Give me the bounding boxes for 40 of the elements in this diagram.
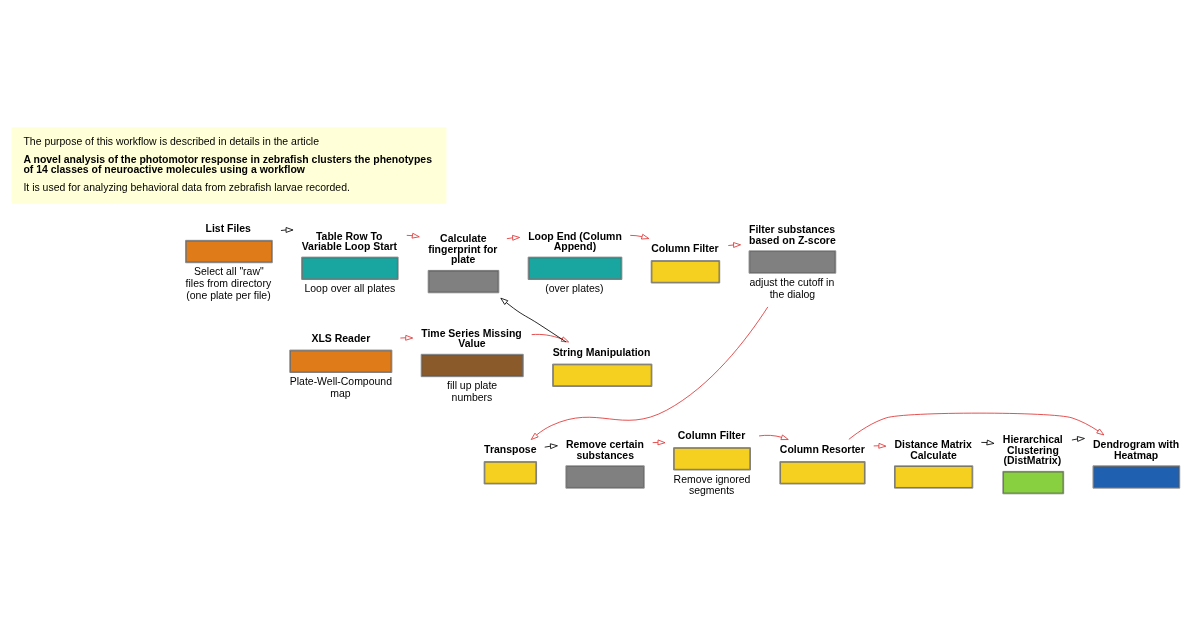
node-label: Calculate fingerprint for plate bbox=[428, 232, 498, 265]
arrow bbox=[506, 234, 521, 241]
arrow bbox=[980, 439, 995, 445]
arrow bbox=[652, 439, 666, 445]
arrow bbox=[873, 442, 887, 449]
arrow bbox=[727, 241, 741, 248]
node-label: Filter substances based on Z-score bbox=[749, 223, 836, 246]
arrow bbox=[1071, 435, 1085, 442]
node-label: Transpose bbox=[484, 443, 537, 455]
node-label: Column Filter bbox=[651, 242, 719, 254]
arrow bbox=[629, 233, 650, 239]
node-label: Plate-Well-Compound map bbox=[289, 375, 392, 399]
node-label: adjust the cutoff in the dialog bbox=[749, 276, 835, 300]
node-label: Remove ignored segments bbox=[673, 473, 751, 496]
arrow bbox=[758, 434, 789, 440]
node-label: Select all "raw" files from directory (one plate per file) bbox=[185, 265, 272, 301]
node-label: Remove certain substances bbox=[565, 438, 644, 461]
node-label: Loop End (Column Append) bbox=[528, 230, 622, 252]
node-label: Loop over all plates bbox=[304, 282, 396, 294]
arrow bbox=[531, 333, 570, 342]
node-label: String Manipulation bbox=[552, 346, 651, 358]
arrow bbox=[848, 412, 1105, 440]
node-label: fill up plate numbers bbox=[447, 379, 498, 403]
node-label: Dendrogram with Heatmap bbox=[1093, 438, 1180, 461]
arrow bbox=[544, 442, 558, 449]
node-label: Column Filter bbox=[677, 429, 746, 441]
node-box: The purpose of this workflow is described in details in the article A novel analysis of the photomotor response in zebrafish clusters the phenotypes of 14 classes of neuroactive molecules using a workflow It is used for analyzing behavioral data from zebrafish larvae recorded. bbox=[11, 126, 447, 204]
node-label: Table Row To Variable Loop Start bbox=[301, 230, 398, 252]
node-label: Column Resorter bbox=[779, 443, 865, 455]
node-label: Time Series Missing Value bbox=[421, 327, 522, 349]
node-label: Distance Matrix Calculate bbox=[894, 438, 972, 461]
node-label: XLS Reader bbox=[311, 332, 371, 344]
arrow bbox=[406, 232, 420, 238]
arrow bbox=[399, 334, 414, 341]
node-label: Hierarchical Clustering (DistMatrix) bbox=[1002, 433, 1063, 466]
node-label: List Files bbox=[205, 222, 251, 234]
arrow bbox=[280, 226, 294, 233]
node-label: (over plates) bbox=[545, 282, 604, 294]
arrow bbox=[500, 297, 567, 342]
arrow bbox=[530, 306, 769, 440]
